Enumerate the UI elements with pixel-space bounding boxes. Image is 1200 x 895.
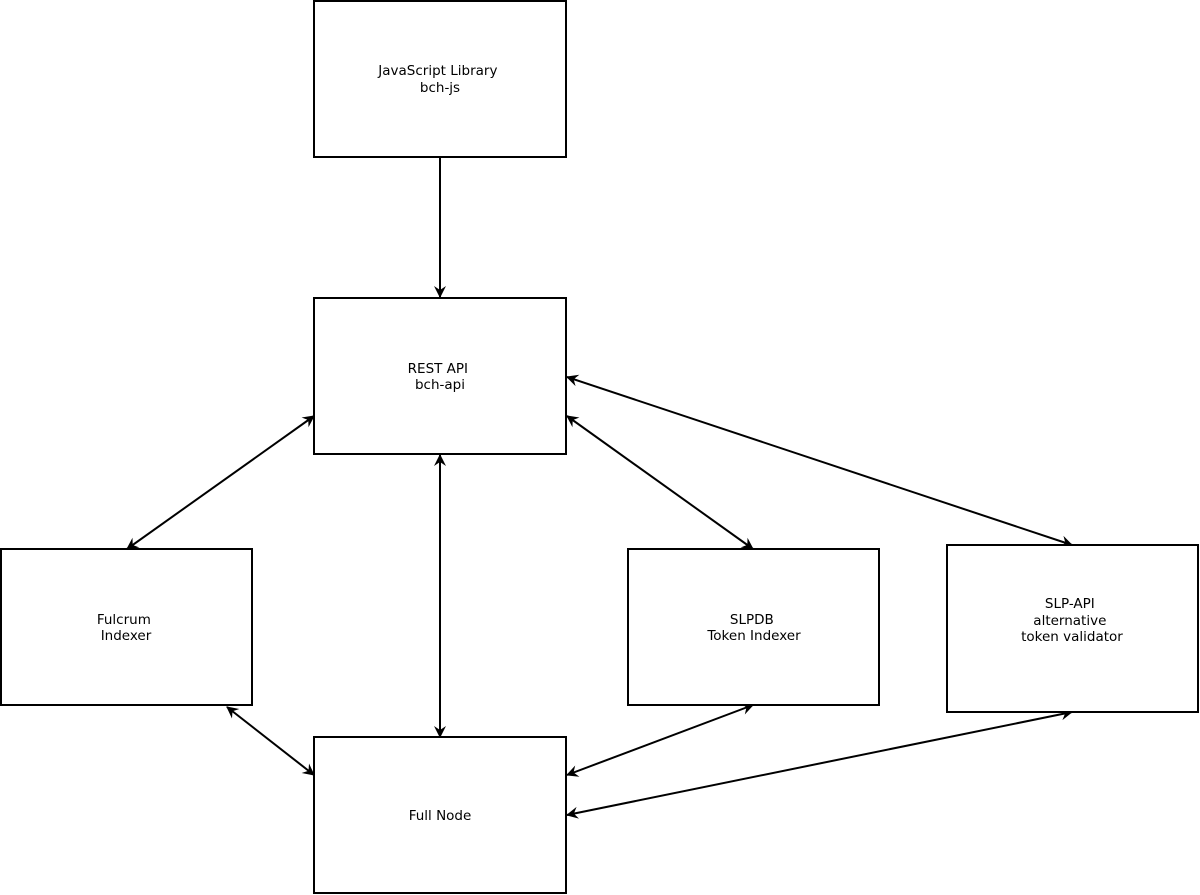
svg-text:JavaScript Library bch-j: JavaScript Library bch-js xyxy=(377,63,501,96)
node-slpdb-line-1: SLPDB xyxy=(730,612,774,628)
node-fulcrum-line-2: Indexer xyxy=(101,628,152,644)
svg-text:Fulcrum Indexer: Fulcrum Indexer xyxy=(97,612,155,644)
node-fulcrum: Fulcrum Indexer xyxy=(0,548,253,706)
node-slp-api-line-2: alternative xyxy=(1033,613,1106,629)
node-rest-api: REST API bch-api xyxy=(313,297,567,455)
node-rest-api-line-1: REST API xyxy=(408,361,468,377)
node-fulcrum-line-1: Fulcrum xyxy=(97,612,151,628)
node-slp-api-line-3: token validator xyxy=(1021,629,1123,645)
node-js-library: JavaScript Library bch-js xyxy=(313,0,567,158)
node-rest-api-line-2: bch-api xyxy=(415,377,465,393)
node-slpdb: SLPDB Token Indexer xyxy=(627,548,880,706)
edges xyxy=(126,157,1073,819)
edge-fulcrum-full-node xyxy=(226,706,315,776)
svg-text:SLPDB Token Indexer: SLPDB Token Indexer xyxy=(706,612,801,644)
svg-text:REST API bch-api: REST API bch-api xyxy=(408,361,473,393)
node-js-library-line-2: bch-js xyxy=(420,80,460,96)
edge-slpdb-full-node xyxy=(566,703,754,777)
node-full-node: Full Node xyxy=(313,736,567,894)
edge-slp-api-full-node xyxy=(566,708,1073,819)
node-slpdb-line-2: Token Indexer xyxy=(706,628,801,644)
edge-rest-api-slpdb xyxy=(566,415,754,550)
node-slp-api: SLP-API alternative token validator xyxy=(946,544,1199,713)
edge-rest-api-slp-api xyxy=(566,374,1073,548)
svg-text:Full Node: Full Node xyxy=(409,808,472,824)
edge-rest-api-fulcrum xyxy=(126,415,315,550)
node-full-node-line-1: Full Node xyxy=(409,808,472,824)
node-js-library-line-1: JavaScript Library xyxy=(377,63,497,79)
svg-text:SLP-API alternative: SLP-API alternative token validator xyxy=(1021,596,1123,645)
node-slp-api-line-1: SLP-API xyxy=(1045,596,1095,612)
